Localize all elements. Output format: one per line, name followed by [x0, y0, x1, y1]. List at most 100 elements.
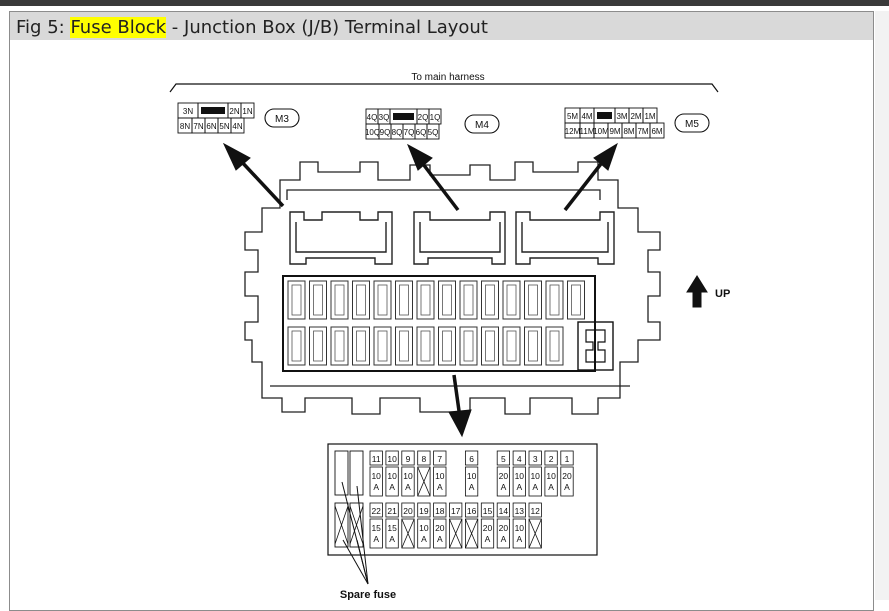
pin-label: 9Q	[380, 128, 391, 137]
fuse-rating-cell	[385, 518, 399, 549]
fuse-slot-inner	[549, 330, 560, 362]
fuse-number: 17	[451, 506, 461, 516]
fuse-rating-cell	[512, 466, 526, 497]
arrow-head-m4	[407, 143, 433, 171]
fuse-rating-cell	[401, 466, 415, 497]
pin-cell	[426, 123, 440, 140]
fuse-number: 14	[499, 506, 509, 516]
fuse-number-cell	[369, 450, 383, 466]
fuse-slot-frame	[309, 326, 327, 366]
connector-id-badge	[674, 113, 710, 133]
fuse-cell: 7 10A	[433, 450, 447, 497]
fuse-rating: 20	[483, 523, 493, 533]
fuse-number-cell	[385, 502, 399, 518]
pin-label: 6N	[206, 122, 216, 131]
pin-label: 7M	[637, 127, 648, 136]
fuse-number: 7	[437, 454, 442, 464]
pin-label: 7Q	[404, 128, 415, 137]
fuse-number: 3	[533, 454, 538, 464]
fuse-number: 21	[387, 506, 397, 516]
fuse-number-cell	[496, 450, 511, 466]
spare-fuse-cell	[349, 502, 364, 548]
fuse-slot-frame	[352, 326, 370, 366]
fuse-slot-frame	[524, 280, 542, 320]
spare-fuse-cross	[349, 505, 364, 545]
fuse-number-cell	[496, 502, 511, 518]
pin-label: 4M	[581, 112, 592, 121]
fuse-slot-frame	[416, 280, 435, 320]
fuse-number: 19	[419, 506, 429, 516]
fuse-number-cell	[433, 502, 447, 518]
caption-suffix: - Junction Box (J/B) Terminal Layout	[166, 17, 488, 38]
fuse-slot	[438, 326, 456, 366]
spare-fuse-cell	[334, 502, 349, 548]
fuse-slot-frame	[330, 280, 349, 320]
fuse-slot-frame	[481, 280, 499, 320]
fuse-slot-frame	[502, 326, 521, 366]
fuse-cell: 21 15A	[385, 502, 399, 549]
fuse-amp-unit: A	[437, 482, 443, 492]
fuse-slot-frame	[309, 280, 327, 320]
fuse-slot-frame	[416, 326, 435, 366]
fuse-rating-cell	[417, 466, 431, 497]
pin-label: 3N	[183, 107, 193, 116]
fuse-rating-cell	[464, 518, 479, 549]
arrow-head-m3	[222, 142, 251, 171]
fuse-amp-unit: A	[532, 482, 538, 492]
fuse-number: 16	[467, 506, 477, 516]
fuse-slot-frame	[330, 326, 349, 366]
fuse-slot	[309, 326, 327, 366]
fuse-rating: 10	[403, 471, 413, 481]
pin-label: 4N	[232, 122, 242, 131]
fuse-number: 9	[406, 454, 411, 464]
pin-label: 1Q	[430, 113, 441, 122]
pin-label: 1N	[242, 107, 252, 116]
fuse-rating: 15	[371, 523, 381, 533]
up-label: UP	[715, 288, 730, 300]
pin-label: 8N	[180, 122, 190, 131]
fuse-rating: 10	[435, 471, 445, 481]
fuse-number-cell	[560, 450, 574, 466]
fuse-number: 8	[422, 454, 427, 464]
fuse-rating-cell	[480, 518, 495, 549]
empty-fuse-cross	[449, 518, 463, 549]
fuse-amp-unit: A	[373, 534, 379, 544]
fuse-slot	[459, 326, 478, 366]
fuse-number: 22	[371, 506, 381, 516]
fuse-amp-unit: A	[501, 534, 507, 544]
fuse-slot-frame	[438, 280, 456, 320]
fuse-slot	[330, 280, 349, 320]
fuse-slot-inner	[571, 284, 581, 316]
fuse-amp-unit: A	[501, 482, 507, 492]
fuse-number-cell	[401, 502, 415, 518]
pin-label: 7N	[193, 122, 203, 131]
fuse-number-cell	[464, 502, 479, 518]
empty-fuse-cross	[465, 518, 479, 549]
figure-frame	[9, 11, 874, 611]
fuse-slot-inner	[442, 284, 452, 316]
fuse-rating-cell	[369, 466, 383, 497]
fuse-rating: 10	[515, 523, 525, 533]
fuse-slot-inner	[356, 284, 366, 316]
scrollbar[interactable]	[875, 11, 889, 600]
fuse-slot-frame	[395, 326, 413, 366]
fuse-number-cell	[433, 450, 447, 466]
fuse-number: 5	[501, 454, 506, 464]
fuse-slot-inner	[356, 330, 366, 362]
fuse-rating: 15	[387, 523, 397, 533]
fuse-slot	[545, 326, 564, 366]
fuse-rating-cell	[528, 466, 542, 497]
fuse-cell: 20	[401, 502, 415, 549]
connector-id-badge	[464, 114, 500, 134]
fuse-slot-inner	[506, 330, 517, 362]
spare-fuse-cell	[334, 450, 349, 496]
fuse-amp-unit: A	[389, 534, 395, 544]
fuse-cell: 17	[449, 502, 463, 549]
